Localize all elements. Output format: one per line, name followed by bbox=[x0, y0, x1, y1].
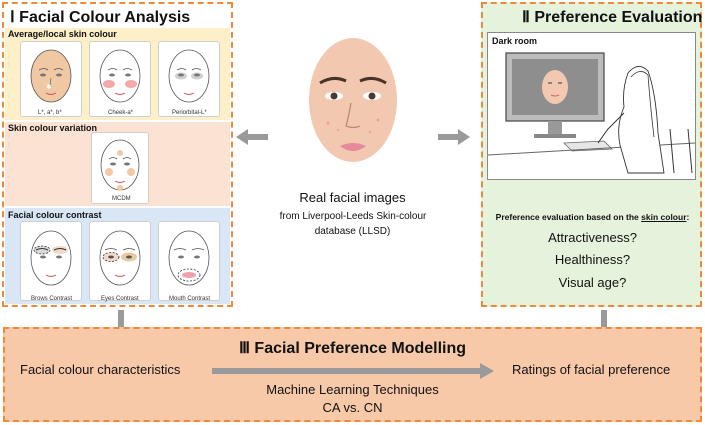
panel-variation-title: Skin colour variation bbox=[8, 123, 98, 133]
section-facial-preference-modelling bbox=[3, 327, 702, 422]
question-healthiness: Healthiness? bbox=[554, 252, 631, 267]
panel-average-title: Average/local skin colour bbox=[8, 29, 117, 39]
real-face-image bbox=[309, 38, 397, 162]
face-periorbital-icon bbox=[168, 49, 210, 103]
face-mouth-icon bbox=[168, 230, 210, 286]
section2-title: Ⅱ Preference Evaluation bbox=[522, 9, 703, 26]
arrow-left-icon bbox=[236, 129, 268, 145]
caption-cheek: Cheek-a* bbox=[108, 110, 134, 116]
question-attractiveness: Attractiveness? bbox=[548, 230, 637, 245]
eval-suffix: : bbox=[686, 212, 690, 222]
caption-lab: L*, a*, b* bbox=[38, 110, 62, 116]
caption-mouth: Mouth Contrast bbox=[169, 296, 211, 302]
question-visual-age: Visual age? bbox=[558, 275, 627, 290]
face-card-lab: ✱ bbox=[20, 41, 82, 117]
face-card-periorbital bbox=[158, 41, 220, 117]
section3-title: Ⅲ Facial Preference Modelling bbox=[238, 340, 467, 357]
method-line2: CA vs. CN bbox=[322, 400, 383, 415]
caption-eyes: Eyes Contrast bbox=[101, 296, 139, 302]
room-illustration bbox=[488, 52, 695, 174]
modelling-right-text: Ratings of facial preference bbox=[512, 362, 671, 377]
svg-text:✱: ✱ bbox=[46, 83, 52, 91]
eval-underlined: skin colour bbox=[641, 212, 687, 222]
center-line1: Real facial images bbox=[299, 190, 406, 205]
eval-basis-text: Preference evaluation based on the skin … bbox=[489, 212, 696, 222]
dark-room-label: Dark room bbox=[492, 36, 538, 46]
center-line3: database (LLSD) bbox=[314, 226, 391, 237]
eval-prefix: Preference evaluation based on the bbox=[495, 212, 642, 222]
caption-mcdm: MCDM bbox=[112, 196, 131, 202]
center-line2: from Liverpool-Leeds Skin-colour bbox=[279, 211, 427, 222]
face-mcdm-icon bbox=[100, 139, 140, 191]
face-cheek-icon bbox=[99, 49, 141, 103]
face-card-brows bbox=[20, 221, 82, 301]
face-card-cheek bbox=[89, 41, 151, 117]
caption-brows: Brows Contrast bbox=[31, 296, 73, 302]
section1-title: Ⅰ Facial Colour Analysis bbox=[10, 9, 191, 26]
section-facial-colour-analysis bbox=[2, 2, 233, 307]
arrow-long-right-icon bbox=[212, 363, 494, 379]
caption-periorbital: Periorbital-L* bbox=[172, 110, 207, 116]
face-card-mouth bbox=[158, 221, 220, 301]
face-lab-icon: ✱ bbox=[30, 49, 72, 103]
face-eyes-icon bbox=[99, 230, 141, 286]
modelling-left-text: Facial colour characteristics bbox=[20, 362, 181, 377]
face-card-eyes bbox=[89, 221, 151, 301]
panel-contrast-title: Facial colour contrast bbox=[8, 210, 102, 220]
dark-room-scene bbox=[487, 32, 696, 180]
face-card-mcdm bbox=[91, 132, 149, 204]
arrow-right-icon bbox=[438, 129, 470, 145]
method-line1: Machine Learning Techniques bbox=[266, 382, 439, 397]
face-brows-icon bbox=[30, 230, 72, 286]
